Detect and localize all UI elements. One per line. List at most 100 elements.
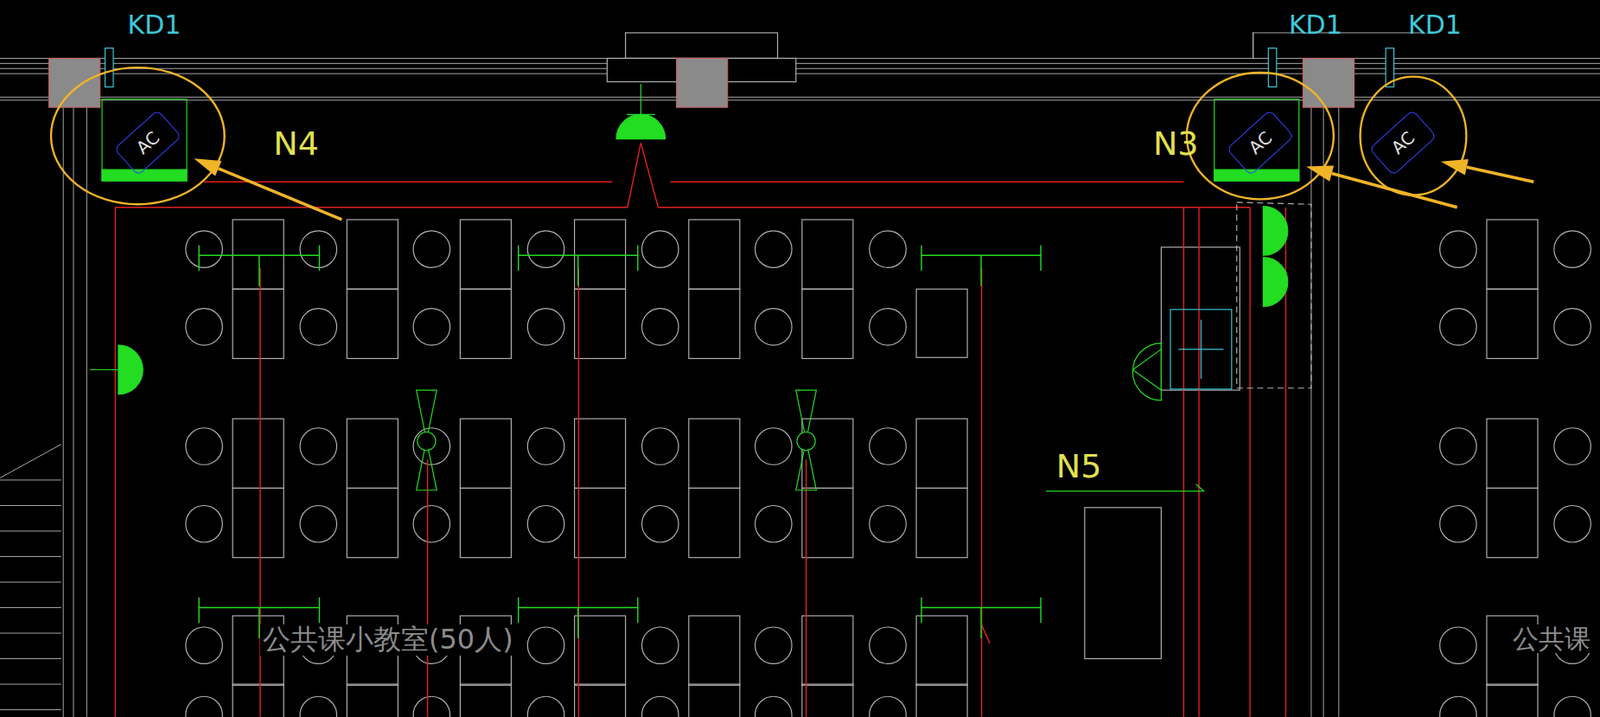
fixture-line <box>637 597 638 624</box>
wire-line <box>427 458 428 716</box>
desk-rect <box>1486 487 1538 557</box>
desk-rect <box>802 418 854 488</box>
ac-frame-bar <box>1214 169 1300 181</box>
stair-line <box>0 444 62 479</box>
desk-rect <box>346 418 398 488</box>
chair-circle <box>755 504 792 542</box>
light-stem <box>640 83 642 115</box>
cabinet-rect <box>1160 247 1240 390</box>
chair-circle <box>869 308 906 345</box>
chair-circle <box>1440 504 1477 542</box>
leader-line <box>1196 484 1205 491</box>
light-symbol <box>1132 343 1161 401</box>
desk-rect <box>459 683 511 717</box>
ac-label: AC <box>1386 127 1420 160</box>
chair-circle <box>527 695 564 717</box>
chair-circle <box>413 695 450 717</box>
fixture-line <box>517 244 519 271</box>
desk-rect <box>802 487 854 557</box>
wire-line <box>640 142 658 207</box>
fixture-line <box>197 597 199 624</box>
desk-rect <box>916 288 968 357</box>
desk-rect <box>802 219 854 289</box>
chair-circle <box>642 427 679 465</box>
desk-rect <box>459 219 511 289</box>
door-marker <box>105 48 114 88</box>
circuit-number: N3 <box>1153 126 1199 163</box>
stair-line <box>0 708 62 710</box>
fixture-line <box>577 607 579 638</box>
chair-circle <box>1440 695 1477 717</box>
light-stem <box>89 369 119 370</box>
door-tag: KD1 <box>1408 10 1462 39</box>
light-stem <box>1132 349 1161 370</box>
desk-rect <box>346 683 398 717</box>
chair-circle <box>527 230 564 268</box>
fixture-line <box>258 254 260 286</box>
desk-rect <box>232 418 284 488</box>
chair-circle <box>185 504 223 542</box>
chair-circle <box>869 427 906 465</box>
stair-line <box>0 632 62 634</box>
light-stem <box>1132 369 1161 390</box>
chair-circle <box>185 626 223 663</box>
door-tag: KD1 <box>127 10 182 39</box>
wire-line <box>805 458 807 716</box>
desk-rect <box>688 418 740 488</box>
chair-circle <box>413 308 450 345</box>
fixture-line <box>920 597 922 624</box>
circuit-number: N4 <box>273 126 319 163</box>
fixture-line <box>1039 597 1041 624</box>
stair-line <box>0 478 62 480</box>
desk-rect <box>459 288 511 358</box>
chair-circle <box>642 695 679 717</box>
callout-arrow <box>1332 173 1458 208</box>
desk-rect <box>1486 219 1538 289</box>
wire-line <box>1249 207 1250 717</box>
ac-unit: AC <box>1226 109 1295 177</box>
wall-line <box>0 68 1600 70</box>
callout-arrowhead <box>1440 159 1469 175</box>
desk-rect <box>1486 288 1538 358</box>
stair-line <box>0 504 62 506</box>
room-name: 公共课小教室(50人) <box>260 624 517 655</box>
chair-circle <box>299 230 337 268</box>
chair-circle <box>1554 230 1591 268</box>
chair-circle <box>642 230 679 268</box>
wall-line <box>1252 32 1254 59</box>
wire-line <box>981 267 982 716</box>
chair-circle <box>527 308 564 345</box>
desk-rect <box>574 487 626 557</box>
stair-line <box>0 530 62 532</box>
wire-line <box>981 624 990 644</box>
wall-line <box>86 100 88 717</box>
circuit-number: N5 <box>1056 448 1103 485</box>
fixture-line <box>197 244 199 271</box>
desk-rect <box>232 487 284 557</box>
chair-circle <box>642 308 679 345</box>
wall-line <box>72 100 74 717</box>
chair-circle <box>299 308 337 345</box>
wire-line <box>1198 207 1199 717</box>
desk-rect <box>688 219 740 289</box>
desk-rect <box>1486 418 1538 488</box>
fixture-line <box>318 244 320 271</box>
ac-frame-bar <box>101 169 187 181</box>
wire-line <box>627 142 641 207</box>
light-stem <box>626 114 656 115</box>
desk-rect <box>688 288 740 358</box>
desk-rect <box>1486 683 1538 717</box>
chair-circle <box>1440 427 1477 465</box>
panel-cross <box>1178 348 1224 350</box>
column-block <box>1302 57 1354 108</box>
fixture-line <box>1039 244 1041 271</box>
light-symbol <box>118 344 143 395</box>
chair-circle <box>1440 626 1477 663</box>
wall-line <box>1323 100 1325 717</box>
stair-line <box>0 555 62 557</box>
chair-circle <box>1440 230 1477 268</box>
fan-symbol <box>796 389 817 491</box>
chair-circle <box>413 230 450 268</box>
callout-arrow <box>1466 166 1534 182</box>
